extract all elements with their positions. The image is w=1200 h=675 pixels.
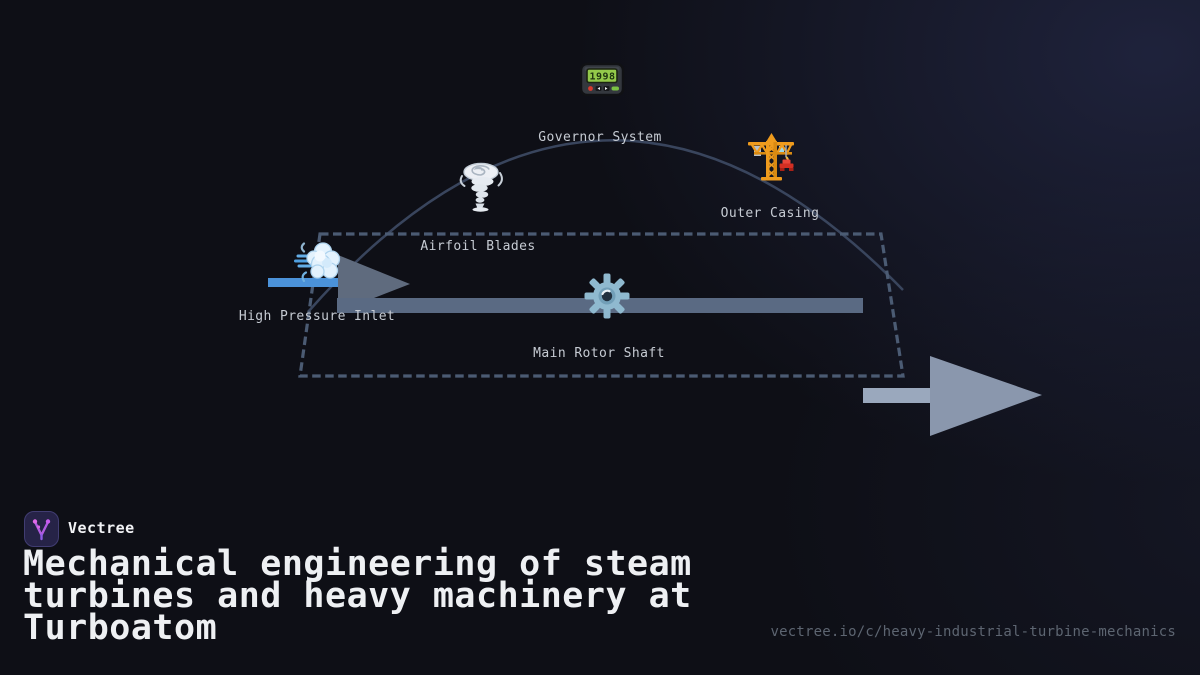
outlet-flow-stem [863, 388, 930, 403]
outer-casing-node [746, 130, 798, 186]
pager-icon: 1998 [579, 62, 625, 97]
wind-face-icon [294, 242, 341, 283]
brand-name: Vectree [68, 519, 135, 537]
casing-dashed-outline [298, 232, 905, 378]
inlet-flow-arrowhead [338, 255, 410, 312]
vectree-logo [24, 511, 59, 547]
airfoil-blades-label: Airfoil Blades [420, 239, 536, 254]
main-rotor-shaft-label: Main Rotor Shaft [533, 346, 665, 361]
pager-display-text: 1998 [589, 72, 615, 83]
page-url: vectree.io/c/heavy-industrial-turbine-me… [770, 624, 1176, 640]
page-title: Mechanical engineering of steam turbines… [23, 544, 692, 648]
high-pressure-inlet-label: High Pressure Inlet [238, 309, 396, 324]
outer-casing-label: Outer Casing [720, 206, 820, 221]
main-rotor-shaft-node [583, 272, 631, 324]
gear-icon [584, 273, 630, 319]
crane-icon [748, 133, 794, 181]
high-pressure-inlet-node [294, 239, 344, 291]
vectree-logo-icon [32, 519, 51, 541]
inlet-flow-bar [268, 278, 340, 287]
governor-system-node: 1998 [578, 60, 626, 104]
airfoil-blades-node [455, 160, 507, 218]
tornado-icon [459, 162, 503, 212]
casing-arc-line [307, 139, 904, 313]
outlet-flow-arrowhead [930, 356, 1042, 436]
governor-system-label: Governor System [538, 130, 662, 145]
